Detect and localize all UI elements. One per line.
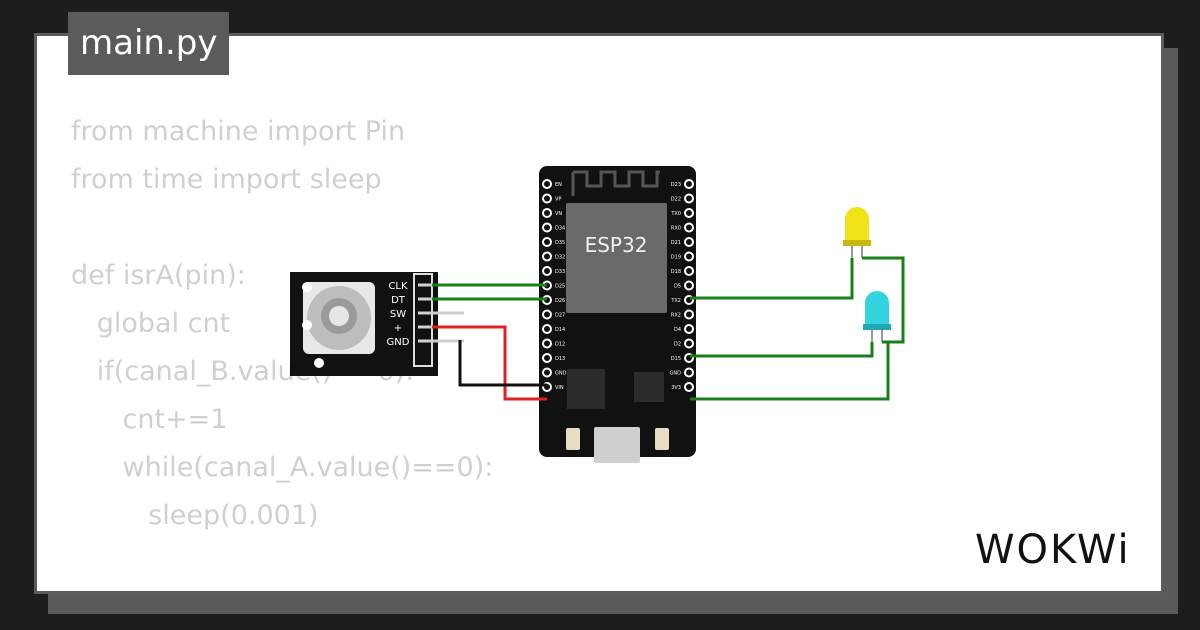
wire-d5-yellow xyxy=(690,258,854,300)
pin-label: VP xyxy=(555,197,561,203)
usb-chip xyxy=(634,372,664,402)
pin-d19[interactable] xyxy=(684,251,694,262)
boot-button[interactable] xyxy=(566,428,580,450)
encoder-pin-label: CLK xyxy=(388,281,408,292)
pin-vp[interactable] xyxy=(542,193,552,204)
pin-label: RX0 xyxy=(671,226,681,232)
wire-led-link xyxy=(862,256,905,344)
pin-label: TX2 xyxy=(670,298,681,304)
code-line: from time import sleep xyxy=(71,164,382,195)
code-preview: from machine import Pin from time import … xyxy=(71,108,494,591)
pin-label: D27 xyxy=(555,313,565,319)
encoder-pin-label: + xyxy=(394,323,402,334)
pin-d5[interactable] xyxy=(684,280,694,291)
code-line: global cnt xyxy=(71,308,231,339)
pin-label: D35 xyxy=(555,240,565,246)
pin-3v3[interactable] xyxy=(684,382,694,392)
voltage-regulator xyxy=(567,369,605,409)
code-line: sleep(0.001) xyxy=(71,500,319,531)
reset-button[interactable] xyxy=(655,428,669,450)
esp32-module xyxy=(566,203,667,313)
pin-label: D22 xyxy=(671,197,681,203)
pin-label: GND xyxy=(555,371,567,377)
code-line: def isrA(pin): xyxy=(71,260,246,291)
pin-label: D2 xyxy=(674,342,681,348)
esp32-board[interactable]: ESP32 ENVPVND34D35D32D33D25D26D27D14D12D… xyxy=(539,166,696,463)
pin-d34[interactable] xyxy=(542,222,552,233)
pin-en[interactable] xyxy=(542,179,552,189)
pin-label: D15 xyxy=(671,356,681,362)
pin-d22[interactable] xyxy=(684,193,694,204)
pin-label: D5 xyxy=(674,284,681,290)
pin-label: D19 xyxy=(671,255,681,261)
wokwi-logo: WOKWi xyxy=(975,527,1131,573)
wire-d2-cyan xyxy=(690,342,874,358)
pin-label: D33 xyxy=(555,269,565,275)
encoder-pin-label: GND xyxy=(387,337,410,348)
pin-d2[interactable] xyxy=(684,338,694,349)
pin-d27[interactable] xyxy=(542,309,552,320)
pin-rx2[interactable] xyxy=(684,309,694,320)
pin-label: VN xyxy=(555,211,562,217)
cyan-led[interactable] xyxy=(863,291,891,342)
pin-d4[interactable] xyxy=(684,324,694,334)
pin-label: D14 xyxy=(555,327,565,333)
pin-tx0[interactable] xyxy=(684,208,694,218)
file-tab[interactable]: main.py xyxy=(68,12,230,75)
encoder-pin-label: SW xyxy=(390,309,406,320)
pin-label: D12 xyxy=(555,342,565,348)
encoder-pin-label: DT xyxy=(391,295,406,306)
pin-label: D18 xyxy=(671,269,681,275)
pin-label: GND xyxy=(670,371,682,377)
pin-label: 3V3 xyxy=(671,385,681,391)
pin-label: D34 xyxy=(555,226,565,232)
pin-label: D21 xyxy=(671,240,681,246)
pin-label: D32 xyxy=(555,255,565,261)
pin-d23[interactable] xyxy=(684,179,694,189)
pin-label: TX0 xyxy=(670,211,681,217)
pin-label: D4 xyxy=(674,327,681,333)
pin-label: D13 xyxy=(555,356,565,362)
pin-label: EN xyxy=(555,182,562,188)
wire-ground xyxy=(458,340,547,387)
pin-d12[interactable] xyxy=(542,338,552,349)
pin-d32[interactable] xyxy=(542,251,552,262)
pin-vn[interactable] xyxy=(542,208,552,218)
pin-gnd[interactable] xyxy=(542,367,552,378)
pin-d35[interactable] xyxy=(542,237,552,247)
esp32-label: ESP32 xyxy=(585,233,648,257)
code-line: while(canal_A.value()==0): xyxy=(71,452,494,483)
usb-port[interactable] xyxy=(594,427,640,463)
wires xyxy=(432,256,905,401)
pin-d14[interactable] xyxy=(542,324,552,334)
pin-d18[interactable] xyxy=(684,266,694,276)
pin-label: D25 xyxy=(555,284,565,290)
pin-label: VIN xyxy=(555,385,564,391)
pin-rx0[interactable] xyxy=(684,222,694,233)
pin-label: D23 xyxy=(671,182,681,188)
pin-gnd[interactable] xyxy=(684,367,694,378)
code-line: from machine import Pin xyxy=(71,116,406,147)
pin-label: RX2 xyxy=(671,313,681,319)
code-line: cnt+=1 xyxy=(71,404,228,435)
yellow-led[interactable] xyxy=(843,207,871,258)
pin-d33[interactable] xyxy=(542,266,552,276)
pin-d21[interactable] xyxy=(684,237,694,247)
wire-3v3 xyxy=(690,342,890,401)
pin-d13[interactable] xyxy=(542,353,552,363)
wire-power xyxy=(432,325,547,401)
pin-label: D26 xyxy=(555,298,565,304)
rotary-encoder[interactable]: CLK DT SW + GND xyxy=(290,272,464,376)
